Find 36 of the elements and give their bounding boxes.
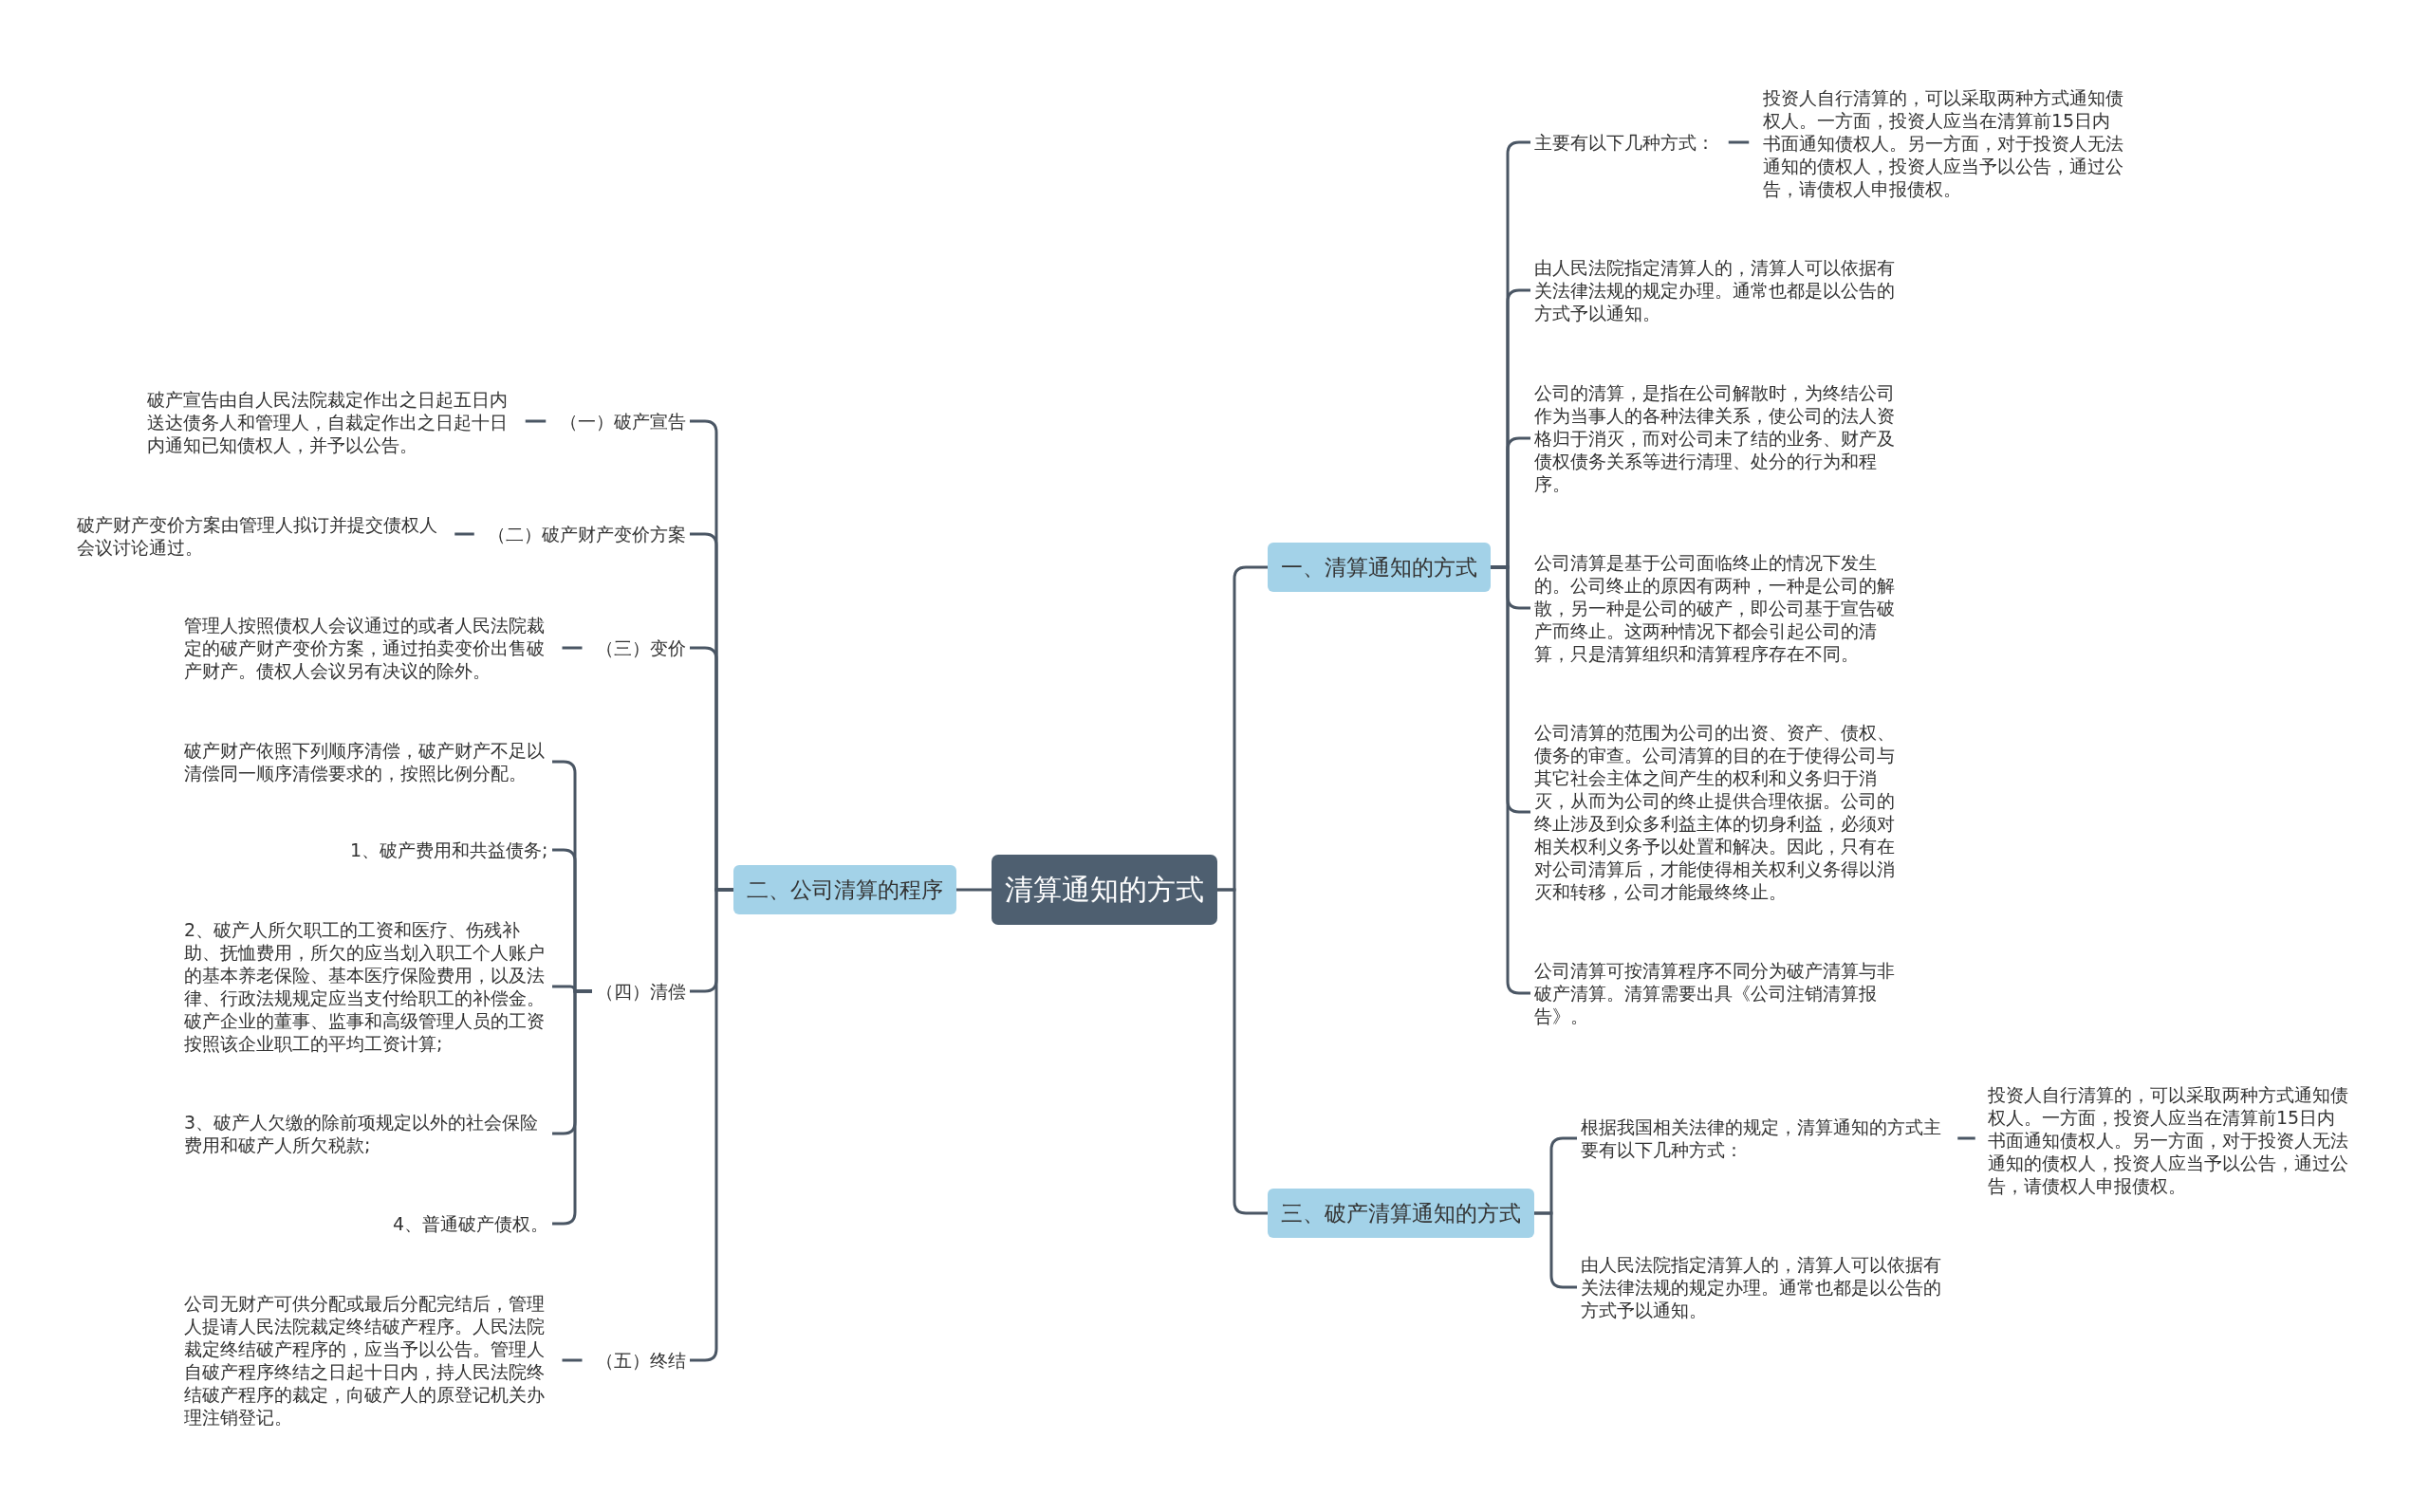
subtopic-text: 投资人自行清算的，可以采取两种方式通知债权人。一方面，投资人应当在清算前15日内书面通知债权人。另一方面，对于投资人无法通知的债权人，投资人应当予以公告，通过公告，请债权人申报债权。	[1984, 1083, 2356, 1197]
subtopic-text: 2、破产人所欠职工的工资和医疗、伤残补助、抚恤费用，所欠的应当划入职工个人账户的基本养老保险、基本医疗保险费用，以及法律、行政法规规定应当支付给职工的补偿金。破产企业的董事、监事和高级管理人员的工资按照该企业职工的平均工资计算;	[180, 918, 552, 1055]
subtopic-text: 公司的清算，是指在公司解散时，为终结公司作为当事人的各种法律关系，使公司的法人资格归于消灭，而对公司未了结的业务、财产及债权债务关系等进行清理、处分的行为和程序。	[1530, 381, 1902, 495]
connector-line	[1957, 1136, 1975, 1140]
connector-line	[956, 888, 992, 892]
subtopic-text: 1、破产费用和共益债务;	[346, 839, 552, 861]
subtopic-text: 公司清算的范围为公司的出资、资产、债权、债务的审查。公司清算的目的在于使得公司与其它社会主体之间产生的权利和义务归于消灭，从而为公司的终止提供合理依据。公司的终止涉及到众多利益主体的切身利益，必须对相关权利义务予以处置和解决。因此，只有在对公司清算后，才能使得相关权利义务得以消灭和转移，公司才能最终终止。	[1530, 721, 1902, 903]
subtopic-text: （五）终结	[592, 1349, 690, 1372]
central-topic-box: 清算通知的方式	[992, 855, 1217, 925]
subtopic-text: 破产宣告由自人民法院裁定作出之日起五日内送达债务人和管理人，自裁定作出之日起十日内通知已知债权人，并予以公告。	[143, 388, 515, 456]
subtopic-text: 公司无财产可供分配或最后分配完结后，管理人提请人民法院裁定终结破产程序。人民法院裁定终结破产程序的，应当予以公告。管理人自破产程序终结之日起十日内，持人民法院终结破产程序的裁定，向破产人的原登记机关办理注销登记。	[180, 1292, 552, 1429]
subtopic-text: （四）清偿	[592, 980, 690, 1003]
subtopic-text: 管理人按照债权人会议通过的或者人民法院裁定的破产财产变价方案，通过拍卖变价出售破产财产。债权人会议另有决议的除外。	[180, 614, 552, 682]
branch-topic-box: 一、清算通知的方式	[1268, 543, 1491, 592]
subtopic-text: 破产财产依照下列顺序清偿，破产财产不足以清偿同一顺序清偿要求的，按照比例分配。	[180, 739, 552, 784]
subtopic-text: 根据我国相关法律的规定，清算通知的方式主要有以下几种方式：	[1577, 1116, 1949, 1161]
subtopic-text: （二）破产财产变价方案	[484, 523, 690, 545]
subtopic-text: 主要有以下几种方式：	[1530, 131, 1718, 154]
subtopic-text: 公司清算是基于公司面临终止的情况下发生的。公司终止的原因有两种，一种是公司的解散，另一种是公司的破产，即公司基于宣告破产而终止。这两种情况下都会引起公司的清算，只是清算组织和清算程序存在不同。	[1530, 551, 1902, 665]
connector-line	[1491, 565, 1530, 995]
subtopic-text: （一）破产宣告	[556, 410, 690, 433]
subtopic-text: 破产财产变价方案由管理人拟订并提交债权人会议讨论通过。	[73, 513, 445, 559]
branch-topic-box: 三、破产清算通知的方式	[1268, 1189, 1534, 1238]
branch-topic-box: 二、公司清算的程序	[733, 865, 956, 914]
connector-line	[525, 419, 547, 423]
subtopic-text: 由人民法院指定清算人的，清算人可以依据有关法律法规的规定办理。通常也都是以公告的方式予以通知。	[1530, 256, 1902, 324]
subtopic-text: 3、破产人欠缴的除前项规定以外的社会保险费用和破产人所欠税款;	[180, 1111, 552, 1156]
subtopic-text: 投资人自行清算的，可以采取两种方式通知债权人。一方面，投资人应当在清算前15日内书面通知债权人。另一方面，对于投资人无法通知的债权人，投资人应当予以公告，通过公告，请债权人申报债权。	[1759, 86, 2131, 200]
connector-line	[454, 532, 474, 536]
connector-line	[562, 646, 583, 650]
subtopic-text: （三）变价	[592, 636, 690, 659]
connector-line	[562, 1358, 583, 1362]
connector-line	[1728, 140, 1750, 144]
subtopic-text: 由人民法院指定清算人的，清算人可以依据有关法律法规的规定办理。通常也都是以公告的方式予以通知。	[1577, 1253, 1949, 1321]
subtopic-text: 4、普通破产债权。	[389, 1212, 553, 1235]
subtopic-text: 公司清算可按清算程序不同分为破产清算与非破产清算。清算需要出具《公司注销清算报告》。	[1530, 959, 1902, 1027]
